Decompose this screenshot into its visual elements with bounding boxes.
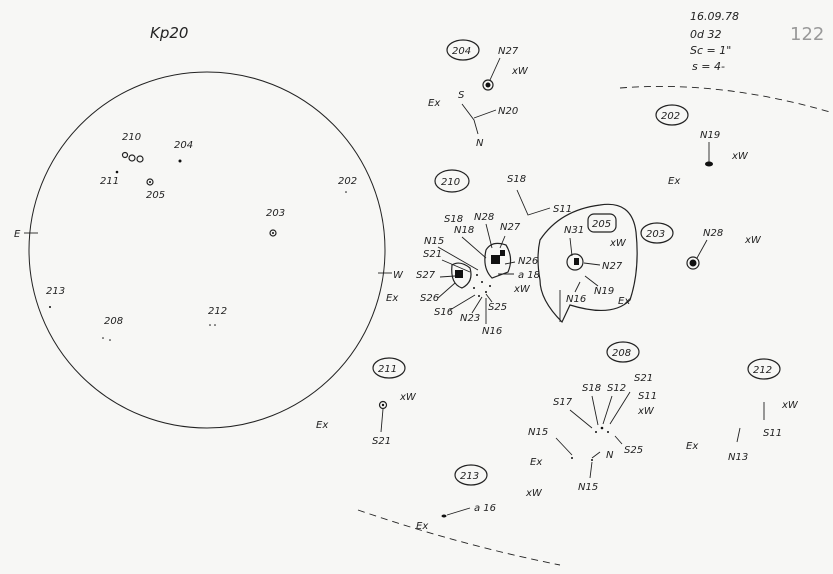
group-id: 211: [378, 364, 397, 375]
detail-label: N15: [578, 482, 598, 493]
group-205-detail: 205 N31 xW N27 N19 N16 Ex: [537, 203, 638, 324]
detail-label: Ex: [686, 441, 698, 452]
east-label: E: [14, 229, 21, 240]
detail-label: Ex: [316, 420, 328, 431]
group-id: 202: [661, 111, 680, 122]
group-id: 210: [441, 177, 460, 188]
detail-label: S25: [488, 302, 507, 313]
disk-group-label: 211: [100, 176, 119, 187]
group-202-detail: 202 N19 xW Ex: [655, 104, 749, 187]
group-211-detail: 211 xW Ex S21: [316, 357, 417, 447]
disk-group-label: 205: [146, 190, 165, 201]
detail-label: xW: [744, 235, 762, 246]
detail-label: N27: [498, 46, 519, 57]
detail-label: N23: [460, 313, 480, 324]
detail-label: S21: [372, 436, 391, 447]
detail-label: xW: [731, 151, 749, 162]
detail-label: xW: [511, 66, 529, 77]
detail-label: N20: [498, 106, 518, 117]
group-203-detail: 203 N28 xW: [640, 222, 762, 270]
disk-group-label: 204: [174, 140, 193, 151]
seeing-s: s = 4-: [692, 60, 725, 73]
group-id: 208: [612, 348, 631, 359]
group-204-detail: 204 N27 xW Ex S N20 N: [428, 39, 529, 149]
group-id: 213: [460, 471, 479, 482]
detail-label: Ex: [618, 296, 630, 307]
detail-label: S11: [763, 428, 782, 439]
group-208-detail: 208 S17 S18 S12 S21 S11 xW S25 N15 Ex N …: [528, 341, 657, 493]
detail-label: S21: [423, 249, 442, 260]
detail-label: Ex: [530, 457, 542, 468]
group-id: 204: [452, 46, 471, 57]
solar-disk: [28, 71, 386, 429]
detail-label: Ex: [668, 176, 680, 187]
detail-label: Ex: [386, 293, 398, 304]
detail-label: xW: [609, 238, 627, 249]
detail-label: N15: [424, 236, 444, 247]
detail-label: S18: [582, 383, 601, 394]
detail-label: N13: [728, 452, 748, 463]
detail-label: N15: [528, 427, 548, 438]
group-210-detail: 210 S18 S11 S18 N28 N27 N18 N15 S21 N26 …: [386, 169, 572, 337]
group-213-detail: 213 xW a 16 Ex: [416, 464, 543, 532]
reference-number: 122: [790, 24, 824, 45]
observation-time: 0d 32: [690, 28, 721, 41]
detail-label: N18: [454, 225, 474, 236]
limb-arc-top: [619, 85, 831, 113]
detail-label: xW: [513, 284, 531, 295]
group-212-detail: 212 xW S11 Ex N13: [686, 358, 799, 463]
detail-label: S12: [607, 383, 626, 394]
detail-label: N16: [566, 294, 586, 305]
detail-label: N28: [474, 212, 494, 223]
disk-group-label: 202: [338, 176, 357, 187]
detail-label: xW: [399, 392, 417, 403]
detail-label: N26: [518, 256, 538, 267]
detail-label: Ex: [416, 521, 428, 532]
detail-label: S17: [553, 397, 573, 408]
disk-group-label: 212: [208, 306, 227, 317]
disk-group-label: 210: [122, 132, 141, 143]
detail-label: N28: [703, 228, 723, 239]
detail-label: S25: [624, 445, 643, 456]
detail-label: N27: [602, 261, 623, 272]
detail-label: xW: [781, 400, 799, 411]
detail-label: N19: [594, 286, 614, 297]
detail-label: xW: [637, 406, 655, 417]
detail-label: N27: [500, 222, 521, 233]
detail-label: N31: [564, 225, 584, 236]
disk-group-label: 213: [46, 286, 65, 297]
observation-date: 16.09.78: [690, 10, 739, 23]
detail-label: S26: [420, 293, 439, 304]
west-label: W: [393, 270, 404, 281]
detail-label: N16: [482, 326, 502, 337]
detail-label: xW: [525, 488, 543, 499]
detail-label: a 18: [518, 270, 540, 281]
detail-label: N: [476, 138, 484, 149]
detail-label: S: [458, 90, 465, 101]
disk-group-label: 208: [104, 316, 123, 327]
disk-group-label: 203: [266, 208, 285, 219]
disk-spots: [49, 151, 347, 341]
limb-arc-bottom: [357, 509, 561, 566]
detail-label: S27: [416, 270, 436, 281]
detail-label: N19: [700, 130, 720, 141]
detail-label: Ex: [428, 98, 440, 109]
detail-label: S18: [507, 174, 526, 185]
detail-label: S11: [638, 391, 657, 402]
sheet-title: Kp20: [150, 24, 188, 42]
detail-label: S16: [434, 307, 453, 318]
detail-label: a 16: [474, 503, 496, 514]
group-id: 212: [753, 365, 772, 376]
detail-label: S18: [444, 214, 463, 225]
detail-label: S11: [553, 204, 572, 215]
group-id: 203: [646, 229, 665, 240]
group-id: 205: [592, 219, 611, 230]
detail-label: N: [606, 450, 614, 461]
seeing-sc: Sc = 1": [690, 44, 731, 57]
detail-label: S21: [634, 373, 653, 384]
